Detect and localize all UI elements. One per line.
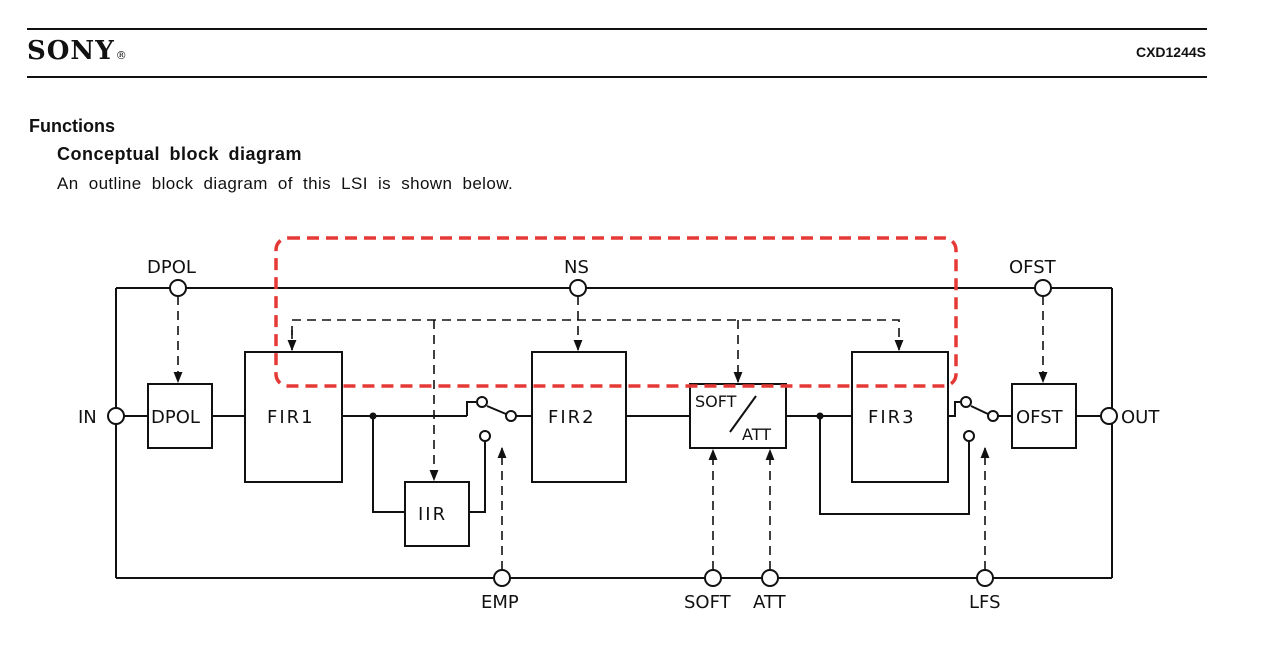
registered-mark: ® — [115, 49, 128, 62]
switch2-contact-b — [987, 410, 999, 422]
label-lfs: LFS — [969, 592, 1001, 613]
junction-fir1 — [369, 412, 377, 420]
block-label-ofst: OFST — [1016, 407, 1064, 428]
terminal-ofst — [1034, 279, 1052, 297]
block-label-fir2: FIR2 — [548, 407, 596, 428]
terminal-out — [1100, 407, 1118, 425]
switch1-contact-a — [476, 396, 488, 408]
block-label-fir1: FIR1 — [267, 407, 315, 428]
wire-switch1-in — [466, 401, 476, 416]
terminal-soft — [704, 569, 722, 587]
wire-iir-branch — [372, 416, 405, 513]
block-label-dpol: DPOL — [151, 407, 200, 428]
label-soft: SOFT — [684, 592, 732, 613]
label-att: ATT — [753, 592, 787, 613]
block-iir — [404, 481, 470, 547]
label-ofst: OFST — [1009, 257, 1057, 278]
highlight-region — [274, 236, 958, 388]
switch2-contact-a — [960, 396, 972, 408]
switch1-contact-b — [505, 410, 517, 422]
terminal-att — [761, 569, 779, 587]
block-label-att: ATT — [742, 425, 771, 444]
soft-att-slash — [729, 395, 757, 433]
switch1-arm — [486, 405, 507, 415]
section-title: Functions — [29, 116, 115, 136]
terminal-emp — [493, 569, 511, 587]
label-out: OUT — [1121, 407, 1160, 428]
wire-switch2-in — [948, 401, 960, 417]
header-top-rule — [27, 28, 1207, 30]
block-label-soft: SOFT — [695, 392, 737, 411]
terminal-ns — [569, 279, 587, 297]
section-subtitle: Conceptual block diagram — [57, 144, 303, 164]
wire-iir-out — [469, 441, 486, 513]
label-emp: EMP — [481, 592, 519, 613]
brand-logo: SONY® — [27, 36, 128, 66]
switch1-contact-c — [479, 430, 491, 442]
label-in: IN — [78, 407, 97, 428]
section-description: An outline block diagram of this LSI is … — [57, 174, 514, 193]
label-ns: NS — [564, 257, 589, 278]
terminal-in — [107, 407, 125, 425]
block-label-iir: IIR — [418, 504, 447, 525]
ctrl-ns-bus — [291, 319, 904, 352]
label-dpol: DPOL — [147, 257, 196, 278]
wire-fir3-bypass — [819, 416, 970, 515]
header-bottom-rule — [27, 76, 1207, 78]
switch2-arm — [970, 405, 989, 415]
terminal-dpol — [169, 279, 187, 297]
switch2-contact-c — [963, 430, 975, 442]
terminal-lfs — [976, 569, 994, 587]
brand-name: SONY — [27, 36, 115, 66]
block-label-fir3: FIR3 — [868, 407, 916, 428]
junction-softatt — [816, 412, 824, 420]
part-number: CXD1244S — [1135, 44, 1206, 60]
